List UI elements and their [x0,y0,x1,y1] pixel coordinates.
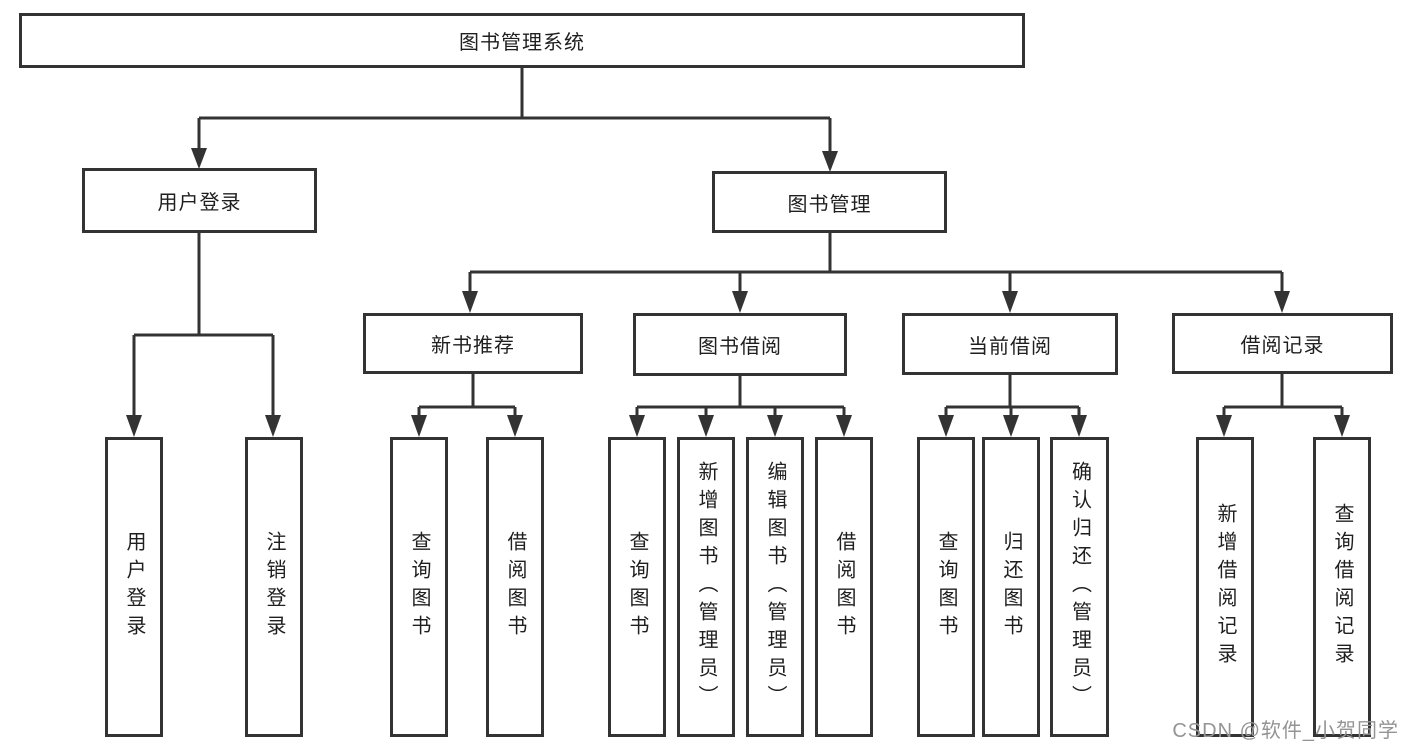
arrowhead-icon [767,415,783,437]
arrowhead-icon [507,415,523,437]
leaf-query-books: 查询图书 [608,437,666,737]
arrowhead-icon [836,415,852,437]
node-label: 新增借阅记录 [1214,503,1236,671]
leaf-borrow-books: 借阅图书 [815,437,873,737]
node-borrow-records: 借阅记录 [1172,313,1393,374]
connector-group-new-book [411,374,523,437]
connector-line [417,374,517,417]
node-label: 确认归还（管理员） [1068,461,1091,713]
leaf-user-login: 用户登录 [105,437,163,737]
node-current-borrow: 当前借阅 [902,313,1118,375]
node-label: 新增图书（管理员） [695,461,717,713]
connector-group-user-login [126,233,281,437]
arrowhead-icon [732,291,748,313]
leaf-query-books: 查询图书 [917,437,975,737]
arrowhead-icon [1334,415,1350,437]
arrowhead-icon [822,151,838,172]
arrowhead-icon [1274,291,1290,313]
node-label: 查询借阅记录 [1331,503,1353,671]
connector-group-borrow-records [1216,374,1350,437]
leaf-query-borrow-record: 查询借阅记录 [1313,437,1371,737]
arrowhead-icon [191,148,207,169]
leaf-add-books-admin: 新增图书（管理员） [677,437,735,737]
arrowhead-icon [698,415,714,437]
connector-line [197,68,832,153]
node-label: 注销登录 [263,531,285,643]
leaf-add-borrow-record: 新增借阅记录 [1196,437,1254,737]
arrowhead-icon [265,415,281,437]
node-label: 用户登录 [157,192,242,214]
arrowhead-icon [938,415,954,437]
leaf-confirm-return-admin: 确认归还（管理员） [1050,437,1109,737]
node-label: 图书管理系统 [459,32,585,54]
connector-line [635,376,846,417]
arrowhead-icon [1002,291,1018,313]
arrowhead-icon [629,415,645,437]
node-label: 查询图书 [408,531,430,643]
watermark-text: CSDN @软件_小贺同学 [1172,720,1399,742]
node-label: 图书管理 [787,193,872,216]
node-book-borrow: 图书借阅 [633,313,847,376]
connector-group-root [191,68,838,172]
node-label: 图书借阅 [698,336,782,358]
node-root-system: 图书管理系统 [19,13,1025,68]
node-label: 编辑图书（管理员） [764,461,786,713]
leaf-edit-books-admin: 编辑图书（管理员） [746,437,804,737]
leaf-query-books: 查询图书 [390,437,448,737]
node-label: 归还图书 [1000,531,1022,643]
node-label: 查询图书 [935,531,957,643]
arrowhead-icon [126,415,142,437]
node-label: 当前借阅 [968,335,1052,358]
node-book-management: 图书管理 [712,171,947,233]
node-user-login: 用户登录 [82,168,317,233]
arrowhead-icon [1003,415,1019,437]
connector-line [468,233,1284,292]
connector-line [132,233,275,416]
arrowhead-icon [1071,415,1087,437]
node-label: 借阅图书 [504,531,526,643]
node-new-book-recommend: 新书推荐 [363,313,583,374]
node-label: 新书推荐 [431,335,515,357]
arrowhead-icon [411,415,427,437]
connector-group-current-borrow [938,375,1087,437]
leaf-borrow-books: 借阅图书 [486,437,544,737]
node-label: 借阅图书 [833,531,855,643]
connector-group-book-borrow [629,376,852,437]
connector-line [944,375,1081,417]
leaf-return-books: 归还图书 [982,437,1040,737]
arrowhead-icon [1216,415,1232,437]
leaf-logout: 注销登录 [245,437,303,737]
connector-group-book-management [462,233,1290,313]
node-label: 用户登录 [123,531,145,643]
connector-line [1222,374,1344,417]
node-label: 查询图书 [626,531,648,643]
node-label: 借阅记录 [1240,335,1325,357]
arrowhead-icon [462,291,478,313]
